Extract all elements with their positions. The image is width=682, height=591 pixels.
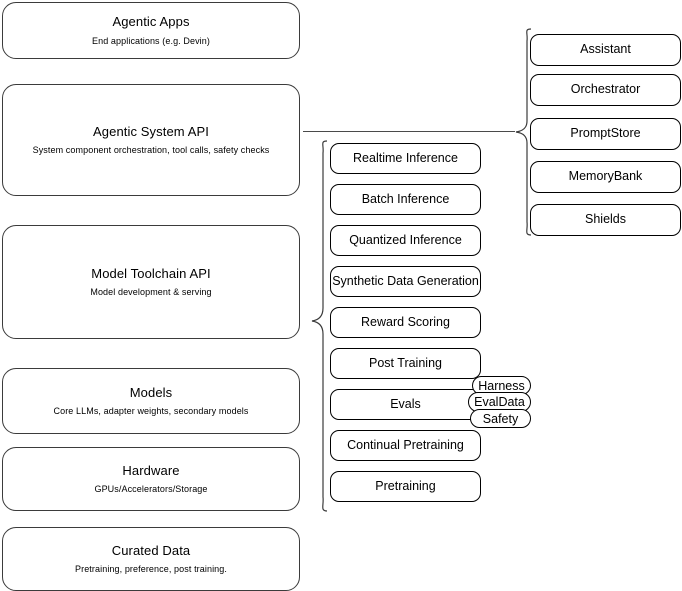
system-component-assistant[interactable]: Assistant	[530, 34, 681, 66]
connector-line-system-api-to-components	[303, 131, 515, 132]
layer-title: Agentic Apps	[112, 14, 190, 30]
chip-label: Reward Scoring	[361, 314, 450, 329]
toolchain-item-reward-scoring[interactable]: Reward Scoring	[330, 307, 481, 338]
chip-label: MemoryBank	[568, 169, 643, 184]
brace-toolchain	[311, 140, 328, 512]
evals-pill-harness[interactable]: Harness	[472, 376, 531, 395]
layer-subtitle: System component orchestration, tool cal…	[32, 145, 270, 155]
layer-card-agentic-system-api[interactable]: Agentic System API System component orch…	[2, 84, 300, 196]
layer-subtitle: Core LLMs, adapter weights, secondary mo…	[53, 406, 249, 416]
evals-pill-evaldata[interactable]: EvalData	[468, 392, 531, 412]
toolchain-item-synthetic-data-generation[interactable]: Synthetic Data Generation	[330, 266, 481, 297]
layer-card-curated-data[interactable]: Curated Data Pretraining, preference, po…	[2, 527, 300, 591]
system-component-memorybank[interactable]: MemoryBank	[530, 161, 681, 193]
toolchain-item-pretraining[interactable]: Pretraining	[330, 471, 481, 502]
layer-card-model-toolchain-api[interactable]: Model Toolchain API Model development & …	[2, 225, 300, 339]
chip-label: Continual Pretraining	[347, 437, 464, 452]
layer-subtitle: Pretraining, preference, post training.	[75, 564, 227, 574]
layer-title: Agentic System API	[93, 123, 209, 139]
layer-subtitle: GPUs/Accelerators/Storage	[94, 484, 208, 494]
chip-label: Orchestrator	[570, 82, 641, 97]
system-component-promptstore[interactable]: PromptStore	[530, 118, 681, 150]
chip-label: Shields	[585, 212, 626, 227]
pill-label: Harness	[478, 378, 525, 393]
chip-label: Quantized Inference	[349, 232, 462, 247]
toolchain-item-evals[interactable]: Evals	[330, 389, 481, 420]
toolchain-item-post-training[interactable]: Post Training	[330, 348, 481, 379]
chip-label: Pretraining	[375, 478, 436, 493]
toolchain-item-realtime-inference[interactable]: Realtime Inference	[330, 143, 481, 174]
pill-label: EvalData	[474, 395, 525, 409]
layer-title: Curated Data	[111, 542, 191, 558]
chip-label: PromptStore	[570, 126, 641, 141]
toolchain-item-quantized-inference[interactable]: Quantized Inference	[330, 225, 481, 256]
toolchain-item-batch-inference[interactable]: Batch Inference	[330, 184, 481, 215]
chip-label: Batch Inference	[361, 191, 450, 206]
toolchain-item-continual-pretraining[interactable]: Continual Pretraining	[330, 430, 481, 461]
layer-card-agentic-apps[interactable]: Agentic Apps End applications (e.g. Devi…	[2, 2, 300, 59]
layer-card-hardware[interactable]: Hardware GPUs/Accelerators/Storage	[2, 447, 300, 511]
layer-title: Hardware	[122, 462, 180, 478]
layer-title: Models	[129, 384, 173, 400]
system-component-shields[interactable]: Shields	[530, 204, 681, 236]
chip-label: Synthetic Data Generation	[332, 273, 479, 288]
chip-label: Assistant	[580, 42, 631, 57]
layer-subtitle: Model development & serving	[90, 287, 212, 297]
layer-card-models[interactable]: Models Core LLMs, adapter weights, secon…	[2, 368, 300, 434]
evals-pill-safety[interactable]: Safety	[470, 409, 531, 428]
chip-label: Evals	[390, 396, 421, 411]
layer-subtitle: End applications (e.g. Devin)	[92, 35, 210, 46]
pill-label: Safety	[482, 411, 519, 426]
chip-label: Post Training	[369, 355, 442, 370]
chip-label: Realtime Inference	[353, 150, 458, 165]
brace-system-components	[515, 28, 532, 236]
layer-title: Model Toolchain API	[91, 265, 211, 281]
system-component-orchestrator[interactable]: Orchestrator	[530, 74, 681, 106]
